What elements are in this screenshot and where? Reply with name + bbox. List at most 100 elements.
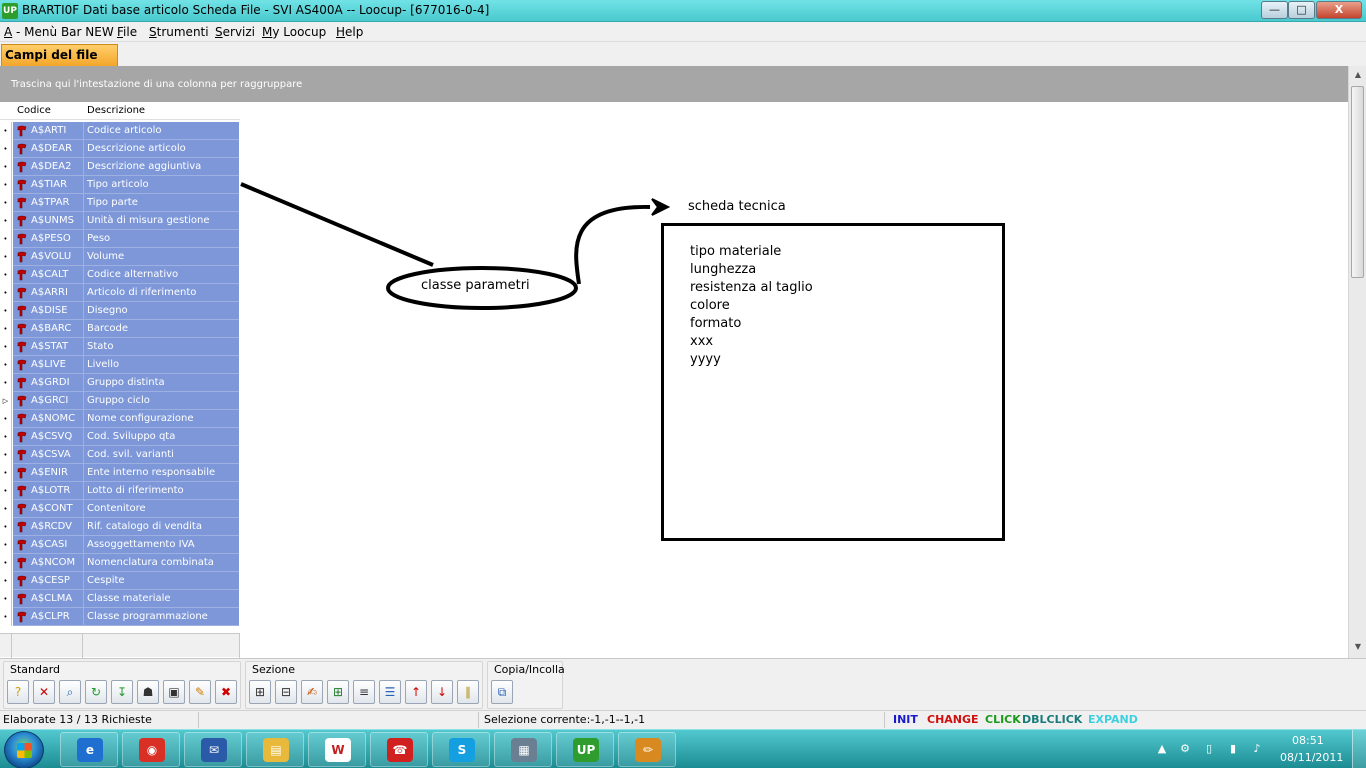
volume-icon[interactable]: ♪ xyxy=(1253,742,1261,755)
menu-menu-bar-new[interactable]: A - Menù Bar NEW xyxy=(4,25,114,39)
description-cell[interactable]: Classe materiale xyxy=(84,590,239,608)
row-selector[interactable]: • xyxy=(0,482,12,500)
taskbar-button-skype[interactable]: S xyxy=(432,732,490,767)
taskbar-button-chrome[interactable]: ◉ xyxy=(122,732,180,767)
section-edit-button[interactable]: ✍ xyxy=(301,680,323,704)
start-button[interactable] xyxy=(4,731,44,768)
device-icon[interactable]: ▯ xyxy=(1205,742,1213,755)
columns-button[interactable]: ∥ xyxy=(457,680,479,704)
code-cell[interactable]: A$STAT xyxy=(13,338,84,356)
description-cell[interactable]: Nomenclatura combinata xyxy=(84,554,239,572)
description-cell[interactable]: Disegno xyxy=(84,302,239,320)
copy-button[interactable]: ⧉ xyxy=(491,680,513,704)
show-desktop-button[interactable] xyxy=(1352,730,1366,768)
minimize-button[interactable]: — xyxy=(1261,1,1288,19)
description-cell[interactable]: Stato xyxy=(84,338,239,356)
description-cell[interactable]: Nome configurazione xyxy=(84,410,239,428)
description-cell[interactable]: Assoggettamento IVA xyxy=(84,536,239,554)
arrow-up-button[interactable]: ↑ xyxy=(405,680,427,704)
code-cell[interactable]: A$UNMS xyxy=(13,212,84,230)
description-cell[interactable]: Classe programmazione xyxy=(84,608,239,626)
row-selector[interactable]: • xyxy=(0,356,12,374)
row-selector[interactable]: • xyxy=(0,194,12,212)
download-button[interactable]: ↧ xyxy=(111,680,133,704)
row-selector[interactable]: • xyxy=(0,176,12,194)
row-selector[interactable]: • xyxy=(0,374,12,392)
taskbar-button-explorer-folder[interactable]: ▤ xyxy=(246,732,304,767)
description-cell[interactable]: Descrizione aggiuntiva xyxy=(84,158,239,176)
clock-time[interactable]: 08:51 xyxy=(1292,734,1324,747)
code-cell[interactable]: A$GRCI xyxy=(13,392,84,410)
tray-expand-icon[interactable]: ▲ xyxy=(1157,742,1167,755)
code-cell[interactable]: A$GRDI xyxy=(13,374,84,392)
code-cell[interactable]: A$CALT xyxy=(13,266,84,284)
code-cell[interactable]: A$DEAR xyxy=(13,140,84,158)
menu-file[interactable]: File xyxy=(117,25,138,39)
description-cell[interactable]: Gruppo distinta xyxy=(84,374,239,392)
code-cell[interactable]: A$ENIR xyxy=(13,464,84,482)
row-selector[interactable]: • xyxy=(0,590,12,608)
code-cell[interactable]: A$CASI xyxy=(13,536,84,554)
code-cell[interactable]: A$NCOM xyxy=(13,554,84,572)
description-cell[interactable]: Cod. svil. varianti xyxy=(84,446,239,464)
code-cell[interactable]: A$DEA2 xyxy=(13,158,84,176)
description-cell[interactable]: Lotto di riferimento xyxy=(84,482,239,500)
signal-icon[interactable]: ▮ xyxy=(1229,742,1237,755)
row-selector[interactable]: • xyxy=(0,410,12,428)
description-cell[interactable]: Volume xyxy=(84,248,239,266)
code-cell[interactable]: A$ARRI xyxy=(13,284,84,302)
row-selector[interactable]: • xyxy=(0,554,12,572)
row-selector[interactable]: • xyxy=(0,536,12,554)
column-header-descrizione[interactable]: Descrizione xyxy=(87,105,146,116)
taskbar-button-paint[interactable]: ✏ xyxy=(618,732,676,767)
code-cell[interactable]: A$CESP xyxy=(13,572,84,590)
row-selector[interactable]: • xyxy=(0,500,12,518)
export-button[interactable]: ▣ xyxy=(163,680,185,704)
code-cell[interactable]: A$CSVA xyxy=(13,446,84,464)
tab-campi-del-file[interactable]: Campi del file xyxy=(1,44,118,66)
code-cell[interactable]: A$LIVE xyxy=(13,356,84,374)
close-button[interactable]: X xyxy=(1316,1,1362,19)
code-cell[interactable]: A$CSVQ xyxy=(13,428,84,446)
network-status-icon[interactable]: ⚙ xyxy=(1180,742,1190,755)
row-selector[interactable]: • xyxy=(0,230,12,248)
row-selector[interactable]: • xyxy=(0,446,12,464)
description-cell[interactable]: Tipo articolo xyxy=(84,176,239,194)
row-selector[interactable]: • xyxy=(0,302,12,320)
taskbar-button-thunderbird[interactable]: ✉ xyxy=(184,732,242,767)
code-cell[interactable]: A$LOTR xyxy=(13,482,84,500)
code-cell[interactable]: A$NOMC xyxy=(13,410,84,428)
row-selector[interactable]: ▷ xyxy=(0,392,12,410)
code-cell[interactable]: A$ARTI xyxy=(13,122,84,140)
description-cell[interactable]: Cespite xyxy=(84,572,239,590)
stop-button[interactable]: ✖ xyxy=(215,680,237,704)
section-button[interactable]: ⊟ xyxy=(275,680,297,704)
code-cell[interactable]: A$CLMA xyxy=(13,590,84,608)
code-cell[interactable]: A$PESO xyxy=(13,230,84,248)
scrollbar-thumb[interactable] xyxy=(1351,86,1364,278)
section-add-button[interactable]: ⊞ xyxy=(327,680,349,704)
scroll-up-icon[interactable]: ▲ xyxy=(1354,70,1362,79)
description-cell[interactable]: Unità di misura gestione xyxy=(84,212,239,230)
arrow-down-button[interactable]: ↓ xyxy=(431,680,453,704)
taskbar-button-internet-explorer[interactable]: e xyxy=(60,732,118,767)
code-cell[interactable]: A$RCDV xyxy=(13,518,84,536)
